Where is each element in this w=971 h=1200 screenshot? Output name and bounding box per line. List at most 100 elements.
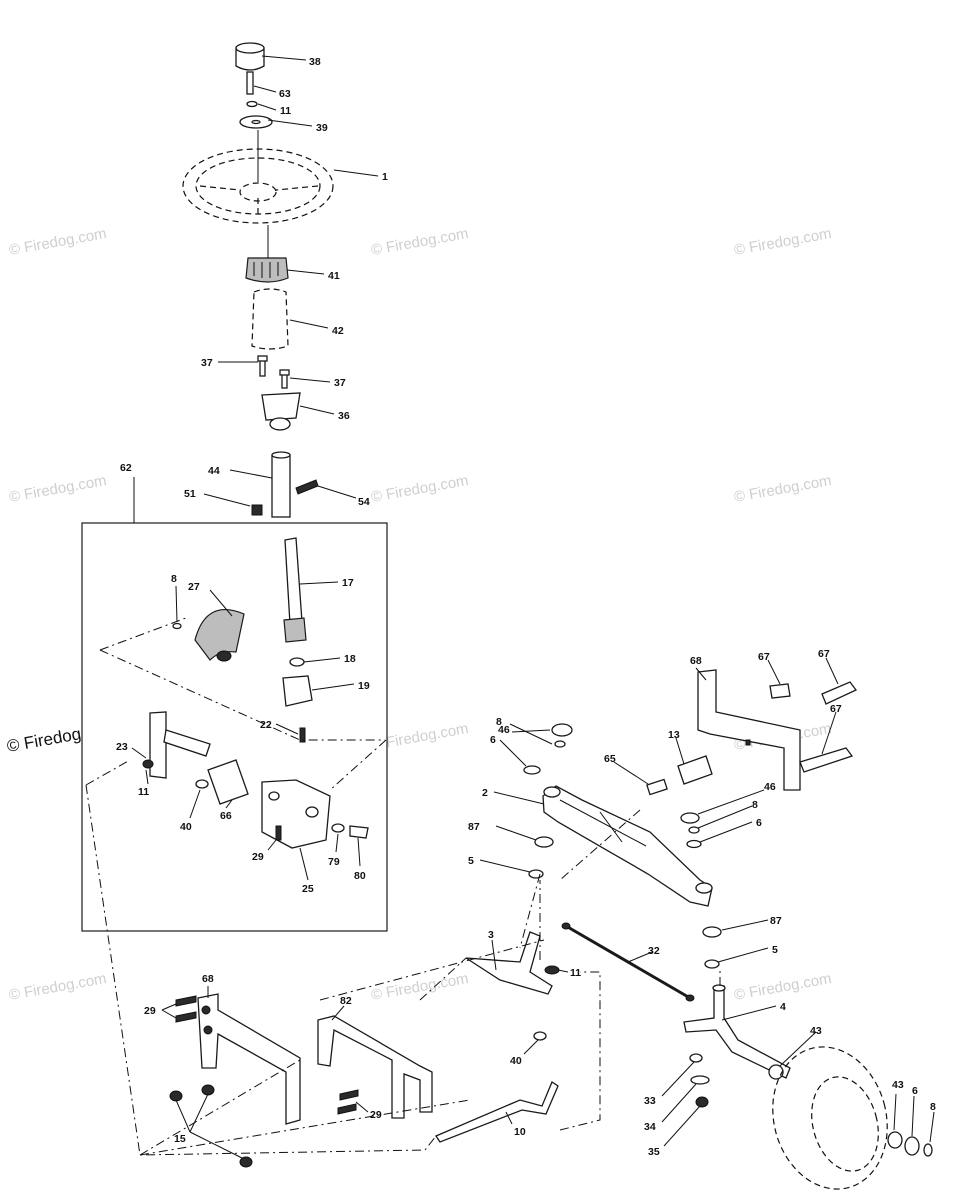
- callout-40: 40: [180, 821, 192, 833]
- mount-bracket-82: [317, 1015, 433, 1119]
- steering-wheel-hub: [239, 182, 277, 202]
- bushing-13: [677, 755, 713, 785]
- callout-38: 38: [309, 56, 321, 68]
- bracket-hole: [305, 806, 319, 818]
- callout-43: 43: [810, 1025, 822, 1037]
- spindle-3: [465, 931, 553, 995]
- screw-head: [257, 355, 268, 362]
- clip-8: [688, 826, 700, 834]
- watermark: © Firedog.com: [733, 472, 833, 506]
- column-bearing: [269, 417, 291, 431]
- callout-6: 6: [756, 817, 762, 829]
- clip-8: [923, 1143, 933, 1157]
- callout-1: 1: [382, 171, 388, 183]
- clip-8: [554, 740, 566, 748]
- callout-43: 43: [892, 1079, 904, 1091]
- callout-13: 13: [668, 729, 680, 741]
- callout-18: 18: [344, 653, 356, 665]
- steering-column-group: [182, 42, 334, 518]
- bolt-29: [337, 1103, 357, 1115]
- callout-25: 25: [302, 883, 314, 895]
- nut-15: [239, 1156, 253, 1168]
- sector-gear: [194, 609, 245, 661]
- axle-pivot: [543, 786, 561, 798]
- callout-34: 34: [644, 1121, 656, 1133]
- screw: [281, 373, 288, 389]
- bracket-slot: [745, 739, 751, 746]
- callout-22: 22: [260, 719, 272, 731]
- callout-29: 29: [144, 1005, 156, 1017]
- callout-82: 82: [340, 995, 352, 1007]
- callout-46: 46: [764, 781, 776, 793]
- callout-68: 68: [202, 973, 214, 985]
- mount-bracket-68: [697, 669, 801, 791]
- bushing-66: [207, 759, 249, 805]
- bolt-67: [799, 747, 854, 773]
- watermark: © Firedog.com: [370, 225, 470, 259]
- callout-32: 32: [648, 945, 660, 957]
- callout-5: 5: [772, 944, 778, 956]
- callout-41: 41: [328, 270, 340, 282]
- bracket-hole: [268, 791, 280, 801]
- callout-10: 10: [514, 1126, 526, 1138]
- callout-labels: 38 63 11 39 1 41 42 37 37 36 44 51 54 62…: [116, 56, 936, 1158]
- wheel-adapter: [245, 257, 289, 283]
- callout-40: 40: [510, 1055, 522, 1067]
- callout-29: 29: [252, 851, 264, 863]
- callout-35: 35: [648, 1146, 660, 1158]
- bolt-29: [175, 1011, 197, 1023]
- washer-33: [689, 1053, 703, 1063]
- drag-link-10: [435, 1081, 559, 1143]
- callout-37: 37: [201, 357, 213, 369]
- callout-27: 27: [188, 581, 200, 593]
- callout-68: 68: [690, 655, 702, 667]
- callout-39: 39: [316, 122, 328, 134]
- callout-23: 23: [116, 741, 128, 753]
- mount-bracket-68-b: [197, 993, 301, 1125]
- callout-42: 42: [332, 325, 344, 337]
- bracket-bolt: [201, 1005, 211, 1015]
- bolt-67: [769, 683, 791, 699]
- tie-rod-end: [561, 922, 571, 930]
- callout-6: 6: [912, 1085, 918, 1097]
- column-bellows: [251, 288, 289, 350]
- watermark: © Firedog.com: [733, 970, 833, 1004]
- callout-8: 8: [171, 573, 177, 585]
- cap-46: [680, 812, 700, 824]
- callout-2: 2: [482, 787, 488, 799]
- steering-shaft: [271, 454, 291, 518]
- watermark: © Firedog.com: [8, 472, 108, 506]
- watermark: © Firedog.com: [8, 225, 108, 259]
- bolt-29: [339, 1089, 359, 1101]
- bushing-87: [702, 926, 722, 938]
- clip-11: [142, 759, 154, 769]
- front-wheel-rim: [811, 1076, 879, 1172]
- callout-8: 8: [752, 799, 758, 811]
- pinion-gear: [283, 617, 307, 643]
- spindle-4: [683, 985, 791, 1079]
- washer-34: [690, 1075, 710, 1085]
- steering-shaft-top: [271, 451, 291, 459]
- callout-63: 63: [279, 88, 291, 100]
- washer-79: [331, 823, 345, 833]
- callout-3: 3: [488, 929, 494, 941]
- callout-4: 4: [780, 1001, 786, 1013]
- screw-head: [279, 369, 290, 376]
- kit-frame: [81, 522, 388, 932]
- shaft-bolt: [295, 479, 319, 495]
- callout-15: 15: [174, 1133, 186, 1145]
- callout-87: 87: [770, 915, 782, 927]
- callout-54: 54: [358, 496, 370, 508]
- small-washer: [246, 100, 258, 108]
- nut-15: [169, 1090, 183, 1102]
- washer-6: [523, 765, 541, 775]
- steering-cap-top: [235, 42, 265, 54]
- callout-87: 87: [468, 821, 480, 833]
- callout-79: 79: [328, 856, 340, 868]
- screw-29: [275, 825, 282, 841]
- sector-plate: [149, 711, 167, 779]
- cap-bolt: [246, 71, 254, 95]
- washer-8: [172, 622, 182, 630]
- callout-8: 8: [930, 1101, 936, 1113]
